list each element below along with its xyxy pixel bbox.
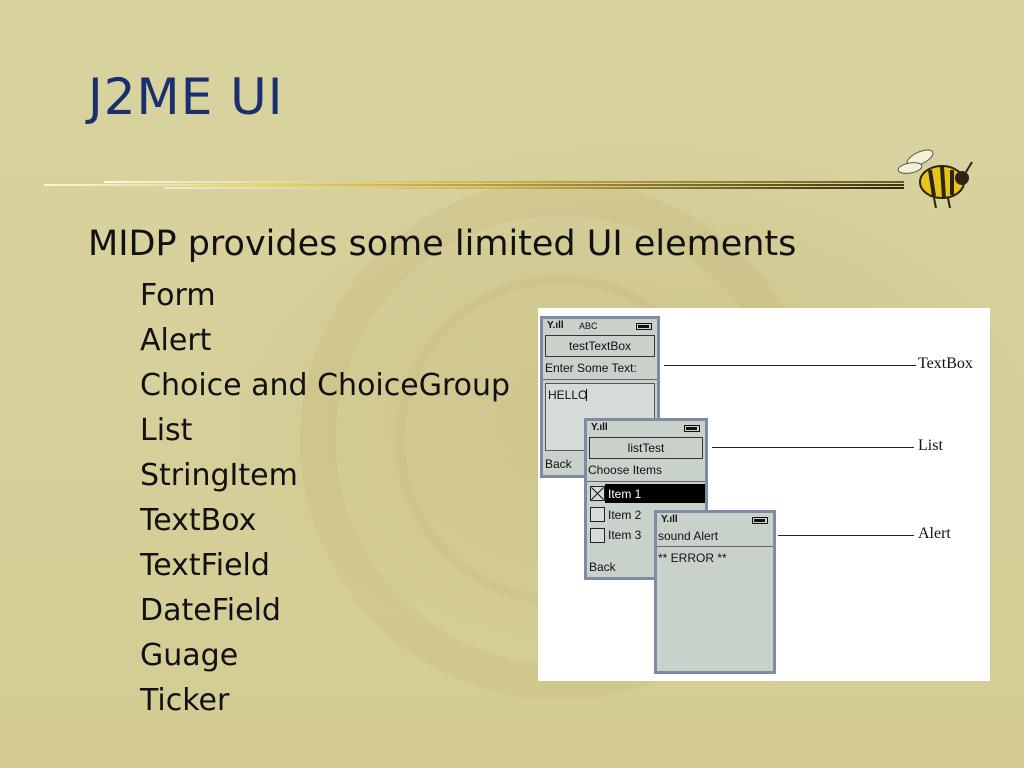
battery-icon bbox=[636, 323, 652, 330]
textbox-prompt: Enter Some Text: bbox=[545, 361, 637, 375]
list-item: Ticker bbox=[140, 683, 230, 718]
battery-icon bbox=[684, 425, 700, 432]
selected-row-highlight bbox=[605, 484, 705, 503]
back-command[interactable]: Back bbox=[589, 560, 616, 574]
signal-icon: Y.ıll bbox=[547, 320, 564, 331]
checkbox-icon[interactable] bbox=[590, 507, 605, 522]
list-prompt: Choose Items bbox=[588, 463, 663, 477]
alert-callout-label: Alert bbox=[918, 525, 951, 542]
main-bullet: MIDP provides some limited UI elements bbox=[88, 224, 797, 264]
input-mode-label: ABC bbox=[579, 321, 598, 331]
list-item: Form bbox=[140, 278, 216, 313]
list-item: Alert bbox=[140, 323, 212, 358]
text-input-value: HELLO bbox=[548, 388, 588, 402]
battery-icon bbox=[752, 517, 768, 524]
list-item-2[interactable]: Item 2 bbox=[608, 508, 642, 522]
screen-title: testTextBox bbox=[545, 335, 655, 357]
slide-title: J2ME UI bbox=[88, 68, 284, 126]
list-item: StringItem bbox=[140, 458, 298, 493]
ui-element-list: Form Alert Choice and ChoiceGroup List S… bbox=[140, 276, 510, 726]
list-item: List bbox=[140, 413, 193, 448]
text-cursor bbox=[586, 389, 587, 401]
midp-screens-figure: Y.ıll ABC testTextBox Enter Some Text: H… bbox=[538, 308, 990, 681]
list-item-3[interactable]: Item 3 bbox=[608, 528, 642, 542]
bee-mascot-icon bbox=[897, 149, 973, 209]
list-item: DateField bbox=[140, 593, 281, 628]
checkbox-icon[interactable] bbox=[590, 486, 605, 501]
list-screen: Y.ıll listTest Choose Items Item 1 Item … bbox=[584, 418, 708, 580]
textbox-callout-label: TextBox bbox=[918, 355, 973, 372]
status-bar: Y.ıll ABC bbox=[545, 321, 655, 333]
alert-message: ** ERROR ** bbox=[658, 551, 727, 565]
list-item: TextBox bbox=[140, 503, 257, 538]
status-bar: Y.ıll bbox=[589, 423, 703, 435]
alert-callout-line bbox=[778, 535, 914, 536]
screen-title: listTest bbox=[589, 437, 703, 459]
list-item: TextField bbox=[140, 548, 270, 583]
signal-icon: Y.ıll bbox=[591, 422, 608, 433]
title-divider bbox=[44, 180, 904, 190]
textbox-callout-line bbox=[664, 365, 916, 366]
back-command[interactable]: Back bbox=[545, 457, 572, 471]
checkbox-icon[interactable] bbox=[590, 528, 605, 543]
list-item: Guage bbox=[140, 638, 239, 673]
status-bar: Y.ıll bbox=[659, 515, 771, 527]
list-item: Choice and ChoiceGroup bbox=[140, 368, 511, 403]
list-callout-line bbox=[712, 447, 914, 448]
signal-icon: Y.ıll bbox=[661, 514, 678, 525]
list-item-1[interactable]: Item 1 bbox=[608, 487, 642, 501]
alert-title: sound Alert bbox=[658, 529, 719, 543]
alert-screen: Y.ıll sound Alert ** ERROR ** bbox=[654, 510, 776, 674]
list-callout-label: List bbox=[918, 437, 943, 454]
